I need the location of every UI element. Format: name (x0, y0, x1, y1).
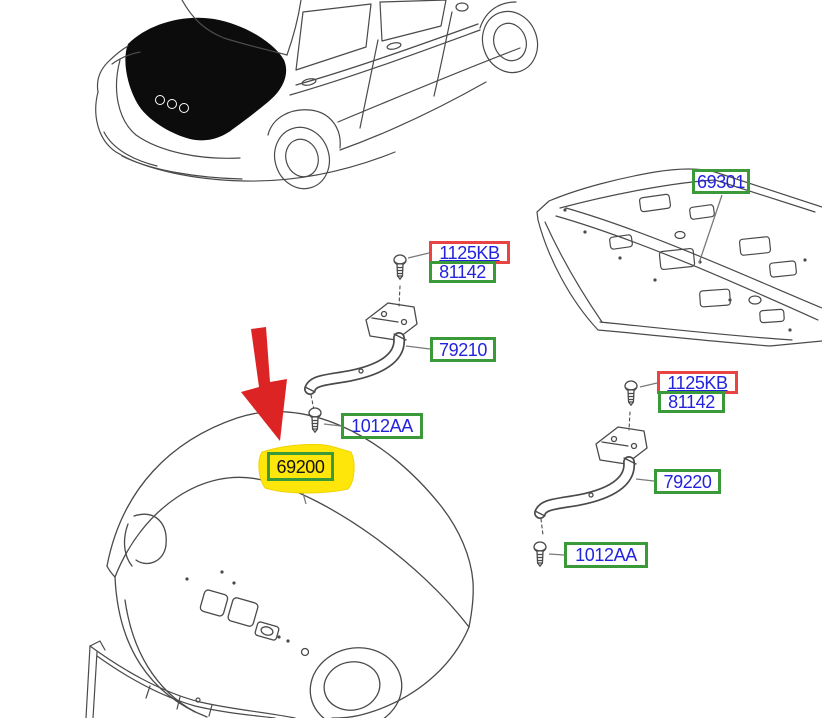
package-tray-illustration (536, 168, 822, 347)
part-label-1012AA-right[interactable]: 1012AA (564, 542, 648, 568)
part-label-81142-left[interactable]: 81142 (429, 261, 496, 283)
trunk-hinge-left-illustration (304, 285, 418, 411)
trunk-lid-illustration (106, 410, 474, 718)
bolt-icon-left-upper (393, 254, 407, 280)
part-label-79210[interactable]: 79210 (430, 337, 496, 362)
bolt-icon-left-lower (308, 407, 322, 433)
shaded-trunk-area (125, 17, 287, 141)
part-label-1012AA-left[interactable]: 1012AA (341, 413, 423, 439)
leader-lines (299, 194, 723, 556)
bolt-icon-right-lower (533, 541, 547, 567)
bolt-icon-right-upper (624, 380, 638, 406)
pointer-arrow-icon (241, 327, 287, 441)
part-label-81142-right[interactable]: 81142 (658, 391, 725, 413)
car-rear-illustration (95, 0, 539, 190)
trunk-hinge-right-illustration (534, 411, 648, 536)
part-label-69200-selected[interactable]: 69200 (267, 452, 334, 481)
partial-panel-illustration (85, 640, 296, 718)
part-label-79220[interactable]: 79220 (654, 469, 721, 494)
part-label-69301[interactable]: 69301 (692, 169, 750, 194)
